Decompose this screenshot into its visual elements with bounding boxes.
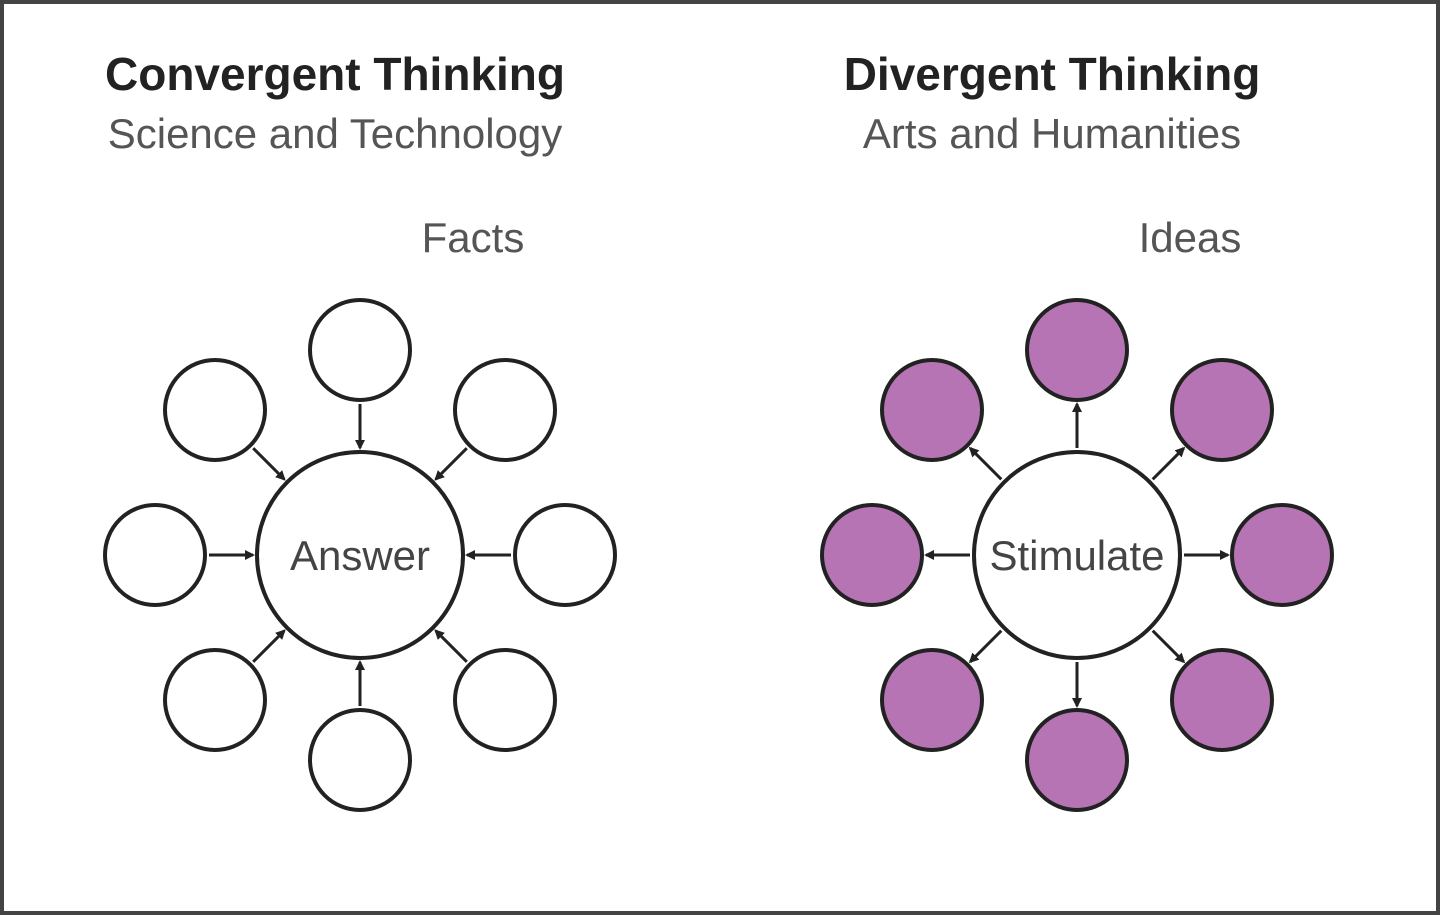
- idea-node-right: [1230, 503, 1334, 607]
- fact-node-left: [103, 503, 207, 607]
- fact-node-bottom: [308, 708, 412, 812]
- divergent-idea-nodes: [820, 298, 1334, 812]
- convergent-title: Convergent Thinking: [105, 48, 565, 100]
- idea-node-top: [1025, 298, 1129, 402]
- divergent-subtitle: Arts and Humanities: [863, 110, 1241, 157]
- convergent-subtitle: Science and Technology: [108, 110, 563, 157]
- convergent-arrows: [209, 404, 511, 706]
- divergent-arrows: [924, 402, 1230, 708]
- fact-arrow-top-left: [252, 447, 286, 481]
- answer-circle: [255, 450, 465, 660]
- idea-node-bottom: [1025, 708, 1129, 812]
- fact-node-bottom-right: [453, 648, 557, 752]
- idea-node-top-right: [1170, 358, 1274, 462]
- convergent-fact-nodes: [103, 298, 617, 812]
- facts-label: Facts: [422, 214, 525, 261]
- idea-node-top-left: [880, 358, 984, 462]
- stimulate-label: Stimulate: [989, 532, 1164, 579]
- fact-node-bottom-left: [163, 648, 267, 752]
- fact-node-right: [513, 503, 617, 607]
- divergent-title: Divergent Thinking: [844, 48, 1261, 100]
- idea-arrow-bottom-right: [1151, 629, 1186, 664]
- idea-arrow-top-right: [1151, 446, 1186, 481]
- fact-arrow-bottom-left: [252, 629, 286, 663]
- fact-arrow-bottom-right: [434, 629, 468, 663]
- answer-label: Answer: [290, 532, 430, 579]
- stimulate-circle: [972, 450, 1182, 660]
- idea-node-left: [820, 503, 924, 607]
- idea-node-bottom-right: [1170, 648, 1274, 752]
- fact-node-top: [308, 298, 412, 402]
- idea-node-bottom-left: [880, 648, 984, 752]
- fact-arrow-top-right: [434, 447, 468, 481]
- idea-arrow-bottom-left: [968, 629, 1003, 664]
- idea-arrow-top-left: [968, 446, 1003, 481]
- fact-node-top-left: [163, 358, 267, 462]
- ideas-label: Ideas: [1139, 214, 1242, 261]
- fact-node-top-right: [453, 358, 557, 462]
